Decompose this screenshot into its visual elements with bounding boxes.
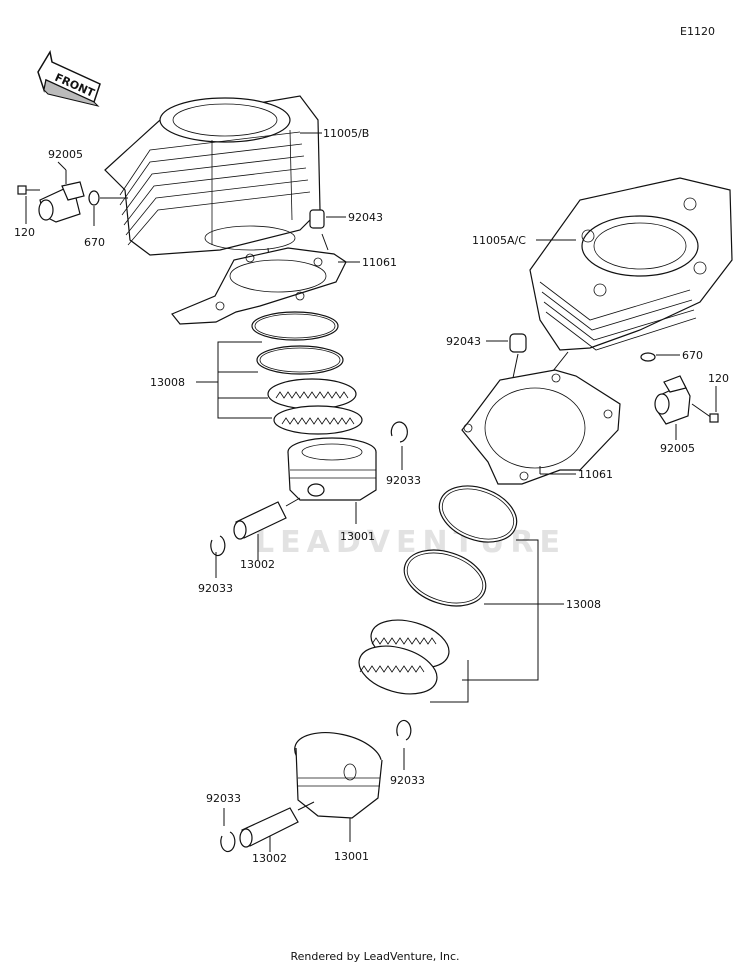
oring-right-part <box>640 352 656 362</box>
callout-11005b: 11005/B <box>323 127 369 140</box>
callout-11061-mid: 11061 <box>578 468 613 481</box>
callout-92005-right: 92005 <box>660 442 695 455</box>
piston-rings-top-part <box>251 311 363 435</box>
callout-13002-bottom: 13002 <box>252 852 287 865</box>
piston-pin-top-part <box>233 501 287 540</box>
callout-92033-4: 92033 <box>206 792 241 805</box>
water-fitting-left-part <box>38 181 85 223</box>
callout-11005ac: 11005A/C <box>472 234 526 247</box>
callout-11061-top: 11061 <box>362 256 397 269</box>
diagram-code: E1120 <box>680 25 715 38</box>
callout-13008-top: 13008 <box>150 376 185 389</box>
piston-bottom-part <box>294 732 383 819</box>
callout-13008-bottom: 13008 <box>566 598 601 611</box>
callout-92033-2: 92033 <box>198 582 233 595</box>
callout-13002-top: 13002 <box>240 558 275 571</box>
callout-120-right: 120 <box>708 372 729 385</box>
gasket-mid-part <box>461 369 621 485</box>
front-cylinder-part <box>529 177 733 351</box>
piston-pin-bottom-part <box>239 807 299 848</box>
callout-670-left: 670 <box>84 236 105 249</box>
watermark-text: LEADVENTURE <box>255 525 566 560</box>
rear-cylinder-part <box>104 95 321 256</box>
callout-670-right: 670 <box>682 349 703 362</box>
callout-120-left: 120 <box>14 226 35 239</box>
callout-92033-1: 92033 <box>386 474 421 487</box>
bolt-left-part <box>17 185 40 195</box>
dowel-pin-top-part <box>309 209 325 229</box>
circlip-4-part <box>220 831 236 853</box>
callout-13001-bottom: 13001 <box>334 850 369 863</box>
oring-left-part <box>88 190 100 206</box>
circlip-2-part <box>210 535 226 557</box>
dowel-pin-mid-part <box>509 333 527 353</box>
bolt-right-part <box>691 403 719 423</box>
water-fitting-right-part <box>654 375 691 425</box>
callout-13001-top: 13001 <box>340 530 375 543</box>
callout-92005-left: 92005 <box>48 148 83 161</box>
piston-rings-bottom-part <box>358 485 518 695</box>
callout-92043-top: 92043 <box>348 211 383 224</box>
circlip-1-part <box>390 421 408 443</box>
gasket-top-part <box>171 247 347 325</box>
footer-credit: Rendered by LeadVenture, Inc. <box>290 950 460 963</box>
piston-top-part <box>287 437 377 501</box>
front-arrow-icon: FRONT <box>37 49 101 107</box>
callout-92033-3: 92033 <box>390 774 425 787</box>
circlip-3-part <box>396 719 412 741</box>
callout-92043-mid: 92043 <box>446 335 481 348</box>
